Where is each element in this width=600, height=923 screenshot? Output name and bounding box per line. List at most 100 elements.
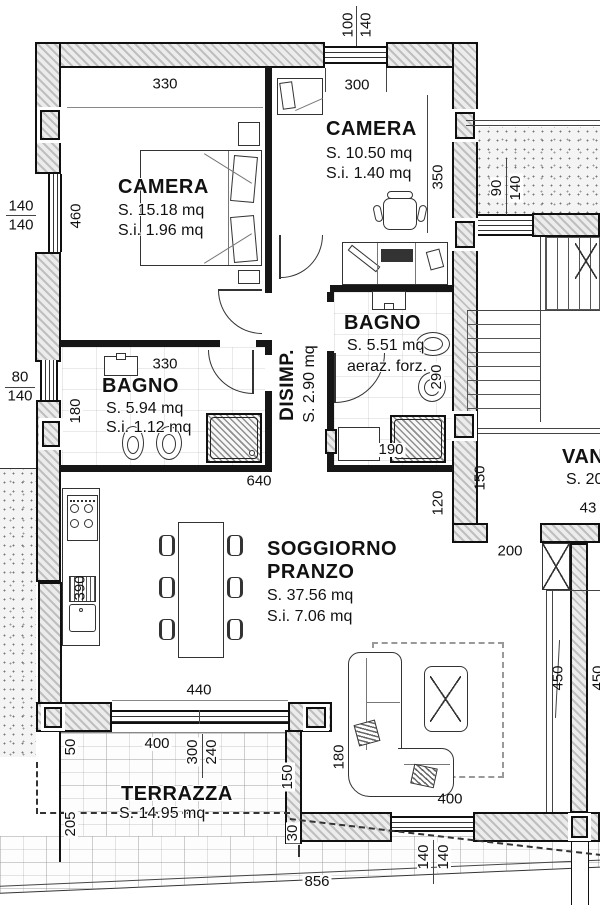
wall-vano-stub — [452, 523, 488, 543]
dim-terrazza-50: 50 — [62, 736, 79, 758]
adjacent-partition-line-2 — [552, 590, 553, 812]
wall-left-upper — [35, 42, 61, 174]
disimpegno-area: S. 2.90 mq — [301, 345, 318, 423]
dim-soggiorno-640: 640 — [246, 472, 272, 490]
wall-vano-bottom — [540, 523, 600, 543]
dimline-440 — [112, 700, 288, 701]
partition-disimp-bagno2-a — [327, 292, 334, 302]
dim-camera2-350: 350 — [429, 164, 447, 190]
washing-machine — [338, 427, 380, 461]
door-leaf-bagno1 — [252, 350, 254, 394]
dim-left-140b: 140 — [8, 216, 34, 234]
stove-knobs — [70, 497, 95, 502]
dim-stair-90: 90 — [488, 177, 505, 199]
dim-bagno2-290: 290 — [428, 362, 445, 392]
dish-drainer — [69, 576, 96, 602]
bagno1-sink-tap — [116, 353, 126, 360]
vano-scala-area: S. 20. — [566, 471, 600, 488]
dim-vano-150: 150 — [471, 465, 489, 491]
dimline-100-140 — [356, 6, 357, 46]
stove-burner-4 — [84, 519, 93, 528]
terrazza-area: S. 14.95 mq — [119, 805, 206, 822]
kitchen-sink-tap — [79, 608, 83, 612]
bagno1-toilet-bowl — [127, 436, 139, 454]
stair-flight-lower — [467, 310, 540, 422]
dim-kitchen-390: 390 — [71, 575, 89, 601]
dim-terrazza-400: 400 — [142, 735, 172, 752]
dim-slider-440: 440 — [186, 681, 212, 699]
camera1-name: CAMERA — [118, 176, 209, 198]
window-top — [325, 46, 386, 64]
wall-top-left — [35, 42, 325, 68]
pillar-right-c — [451, 411, 477, 441]
balcony-edge-line-1 — [466, 120, 600, 121]
partition-camera1-camera2 — [265, 67, 272, 293]
dim-top-100: 100 — [339, 12, 357, 38]
partition-bagno1-disimp-a — [265, 347, 272, 355]
sofa-cushion-line-2 — [404, 764, 450, 765]
sliding-door-threshold — [112, 710, 288, 724]
bagno2-area: S. 5.51 mq — [347, 337, 425, 354]
bagno1-shower-tray — [210, 417, 258, 459]
slider-center-tick — [199, 710, 200, 724]
office-chair-arm-left — [372, 204, 384, 223]
partition-bagno1-soggiorno — [60, 465, 272, 472]
vano-landing-line-2 — [478, 433, 600, 434]
dim-terrazza-150: 150 — [279, 762, 296, 792]
bagno2-shower-tray — [394, 419, 442, 459]
sofa-cushion-line — [366, 702, 400, 703]
door-leaf-bagno2 — [334, 353, 336, 403]
dim-bagno1-330: 330 — [152, 355, 178, 373]
dim-bagno1-180: 180 — [67, 396, 84, 426]
wall-right-lower — [570, 543, 588, 813]
bagno2-area2: aeraz. forz. — [347, 358, 428, 375]
stair-stringer-horizontal — [467, 310, 600, 311]
dim-terrazza-205: 205 — [62, 809, 79, 839]
dim-vano-200: 200 — [497, 542, 523, 560]
soggiorno-area2: S.i. 7.06 mq — [267, 608, 353, 625]
bed-double-headline — [228, 151, 229, 265]
dim-bottom-140a: 140 — [415, 842, 432, 872]
dining-chair-6 — [227, 619, 243, 640]
wall-left-mid — [35, 252, 61, 362]
dim-bottom-140b: 140 — [435, 842, 452, 872]
dining-chair-1 — [159, 535, 175, 556]
window-left-bagno1 — [40, 360, 58, 400]
bagno1-area2: S.i. 1.12 mq — [106, 419, 192, 436]
partition-camera1-bagno1 — [60, 340, 220, 347]
stove-burner-1 — [70, 504, 79, 513]
dim-left-140a: 140 — [8, 197, 34, 215]
dining-table — [178, 522, 224, 658]
office-chair-back — [387, 191, 413, 199]
camera1-area: S. 15.18 mq — [118, 202, 205, 219]
balcony-edge-line-2 — [466, 125, 600, 126]
soggiorno-area: S. 37.56 mq — [267, 587, 354, 604]
dimext-300-right — [386, 68, 387, 92]
pillar-slider-right — [303, 704, 329, 731]
office-chair-arm-right — [416, 204, 428, 223]
partition-bagno1-disimp-b — [265, 391, 272, 472]
door-arc-camera2 — [281, 235, 323, 278]
bagno2-wall-pier — [325, 429, 337, 454]
camera2-area2: S.i. 1.40 mq — [326, 165, 412, 182]
tv-symbol — [430, 676, 461, 722]
dimline-80-140-left — [5, 387, 35, 388]
pillar-right-b — [452, 218, 478, 251]
bagno1-name: BAGNO — [102, 375, 179, 397]
bagno2-sink-tap — [384, 303, 394, 310]
dim-left-140c: 140 — [7, 387, 33, 405]
terrazza-name: TERRAZZA — [121, 783, 233, 805]
pillar-left-mid — [39, 418, 63, 450]
door-arc-camera1 — [218, 290, 262, 334]
stove-burner-3 — [70, 519, 79, 528]
party-column — [571, 842, 589, 905]
soggiorno-name1: SOGGIORNO — [267, 538, 398, 560]
bagno1-area: S. 5.94 mq — [106, 400, 184, 417]
dimline-300-240 — [202, 734, 203, 778]
dim-right-450b: 450 — [589, 665, 600, 691]
dim-sofa-180: 180 — [330, 744, 348, 770]
camera2-name: CAMERA — [326, 118, 417, 140]
gravel-strip-left — [0, 468, 36, 757]
desk-divider-2 — [415, 243, 416, 284]
dim-living-400: 400 — [437, 790, 463, 808]
